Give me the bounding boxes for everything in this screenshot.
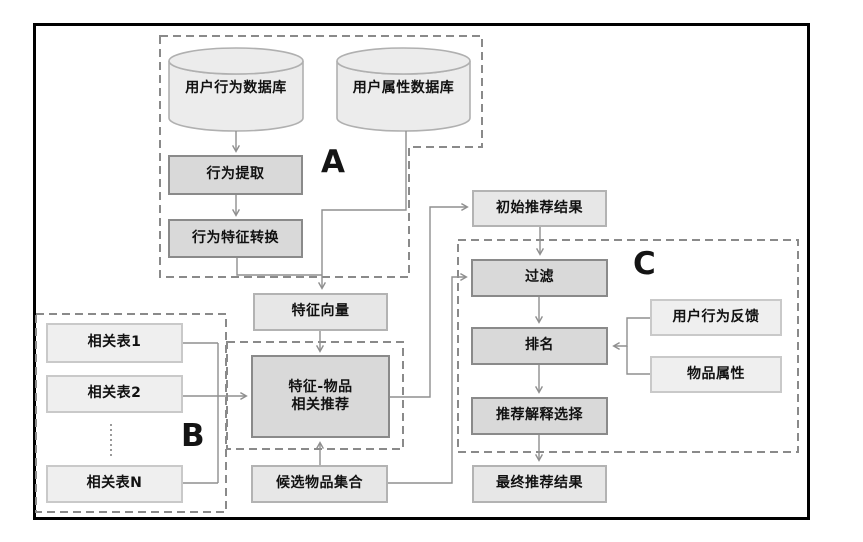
line-conversion-to-junction [236,258,322,276]
arrow-feedback-to-ranking [612,317,650,351]
node-initial-results: 初始推荐结果 [472,190,607,227]
behavior-db-cylinder-top [168,47,304,75]
line-itemattr-to-ranking [626,346,650,375]
node-ranking: 排名 [471,327,608,365]
node-item-attributes: 物品属性 [650,356,782,393]
group-c-outline [457,239,799,453]
node-user-behavior-feedback: 用户行为反馈 [650,299,782,336]
arrow-attributedb-to-featurevector [317,131,407,290]
node-behavior-feature-conversion: 行为特征转换 [168,219,303,258]
node-final-results: 最终推荐结果 [472,465,607,503]
group-a-outline [159,35,483,278]
node-feature-vector: 特征向量 [253,293,388,331]
arrow-candidate-to-filter [388,272,468,484]
node-filter: 过滤 [471,259,608,297]
node-related-table-1: 相关表1 [46,323,183,363]
section-label-b: B [181,418,205,454]
node-related-table-n: 相关表N [46,465,183,503]
section-label-c: C [633,246,656,282]
node-behavior-extraction: 行为提取 [168,155,303,195]
database-cylinders [168,47,471,132]
section-label-a: A [321,144,345,180]
node-user-attribute-db: 用户属性数据库 [352,80,455,97]
arrow-featureitem-to-initialresults [390,202,469,398]
node-explanation-selection: 推荐解释选择 [471,397,608,435]
node-candidate-item-set: 候选物品集合 [251,465,388,503]
node-user-behavior-db: 用户行为数据库 [185,80,287,97]
node-related-table-2: 相关表2 [46,375,183,413]
attribute-db-cylinder-top [336,47,471,75]
node-feature-item-recommendation: 特征-物品 相关推荐 [251,355,390,438]
